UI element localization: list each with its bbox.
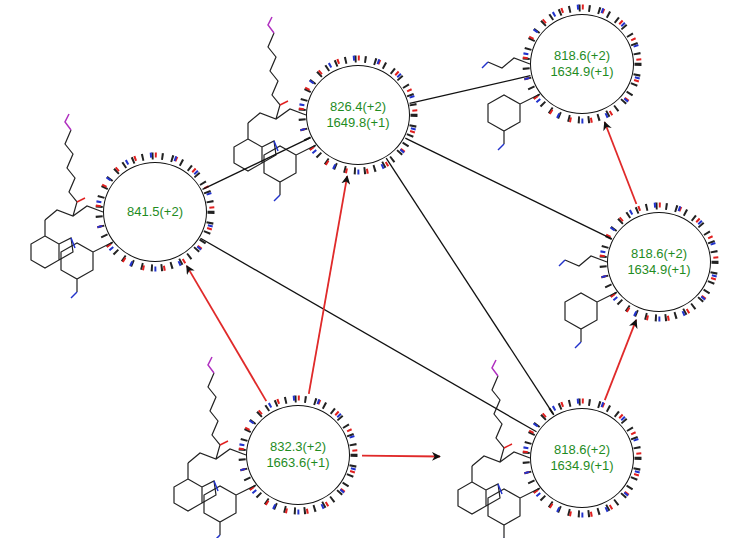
- transformation-arrow: [605, 122, 637, 204]
- mass-label: 818.6(+2): [554, 48, 610, 64]
- network-edge: [201, 238, 537, 432]
- network-edge: [386, 158, 554, 415]
- mass-label: 826.4(+2): [330, 99, 386, 115]
- mass-label: 1649.8(+1): [326, 115, 389, 131]
- structure: [174, 357, 355, 538]
- mass-label: 1634.9(+1): [550, 458, 613, 474]
- mass-node-circle: 818.6(+2)1634.9(+1): [607, 212, 711, 312]
- network-edge: [203, 138, 311, 190]
- structure: [482, 7, 639, 150]
- structure: [234, 17, 415, 201]
- transformation-arrow: [605, 320, 636, 400]
- structure: [559, 205, 716, 348]
- mass-label: 818.6(+2): [631, 246, 687, 262]
- transformation-arrow: [187, 266, 267, 401]
- network-edge: [405, 138, 611, 239]
- structure: [458, 360, 639, 538]
- mass-node-circle: 818.6(+2)1634.9(+1): [530, 408, 634, 508]
- mass-label: 841.5(+2): [127, 204, 183, 220]
- transformation-arrow: [309, 176, 347, 394]
- mass-node-circle: 832.3(+2)1663.6(+1): [246, 405, 350, 505]
- mass-node-circle: 818.6(+2)1634.9(+1): [530, 14, 634, 114]
- mass-label: 1634.9(+1): [627, 262, 690, 278]
- mass-label: 1663.6(+1): [266, 455, 329, 471]
- mass-label: 832.3(+2): [270, 439, 326, 455]
- structure: [31, 114, 212, 298]
- transformation-arrow: [362, 455, 440, 458]
- mass-node-circle: 841.5(+2): [103, 162, 207, 262]
- mass-node-circle: 826.4(+2)1649.8(+1): [306, 65, 410, 165]
- network-edge: [410, 76, 531, 104]
- mass-label: 1634.9(+1): [550, 64, 613, 80]
- mass-label: 818.6(+2): [554, 442, 610, 458]
